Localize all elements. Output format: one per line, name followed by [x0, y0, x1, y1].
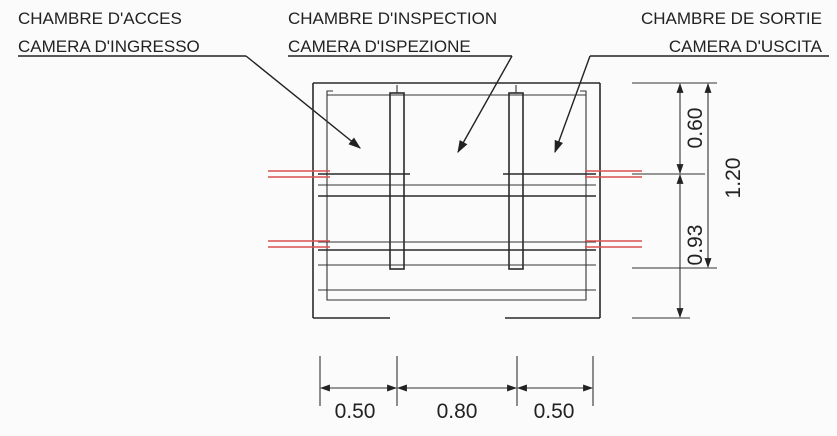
- leader-exit-arrow: [554, 55, 591, 154]
- chamber-outline: [312, 82, 601, 319]
- label-access-it: CAMERA D'INGRESSO: [18, 37, 200, 56]
- label-access-fr: CHAMBRE D'ACCES: [18, 9, 182, 28]
- dim-width-exit: 0.50: [534, 400, 575, 423]
- dim-width-access: 0.50: [335, 400, 376, 423]
- dim-width-inspection: 0.80: [437, 400, 478, 423]
- outlet-pipe-lower: [585, 240, 642, 248]
- divider-wall-left: [389, 85, 405, 270]
- leader-inspection-arrow: [457, 55, 513, 154]
- label-exit-it: CAMERA D'USCITA: [669, 37, 823, 56]
- dim-total-1.20: 1.20: [722, 158, 745, 199]
- dim-lower-0.93: 0.93: [684, 225, 707, 266]
- inlet-pipe-upper: [268, 170, 330, 178]
- divider-wall-right: [508, 85, 524, 270]
- horizontal-dimensions: 0.50 0.80 0.50: [319, 356, 594, 423]
- vertical-dimensions: 0.60 0.93 1.20: [632, 82, 745, 319]
- label-inspection-it: CAMERA D'ISPEZIONE: [288, 37, 471, 56]
- label-exit-fr: CHAMBRE DE SORTIE: [641, 9, 822, 28]
- leader-access-arrow: [245, 55, 361, 149]
- label-inspection-fr: CHAMBRE D'INSPECTION: [288, 9, 497, 28]
- water-levels: [318, 173, 596, 251]
- inlet-pipe-lower: [268, 240, 330, 248]
- outlet-pipe-upper: [585, 170, 642, 178]
- dim-upper-0.60: 0.60: [684, 108, 707, 149]
